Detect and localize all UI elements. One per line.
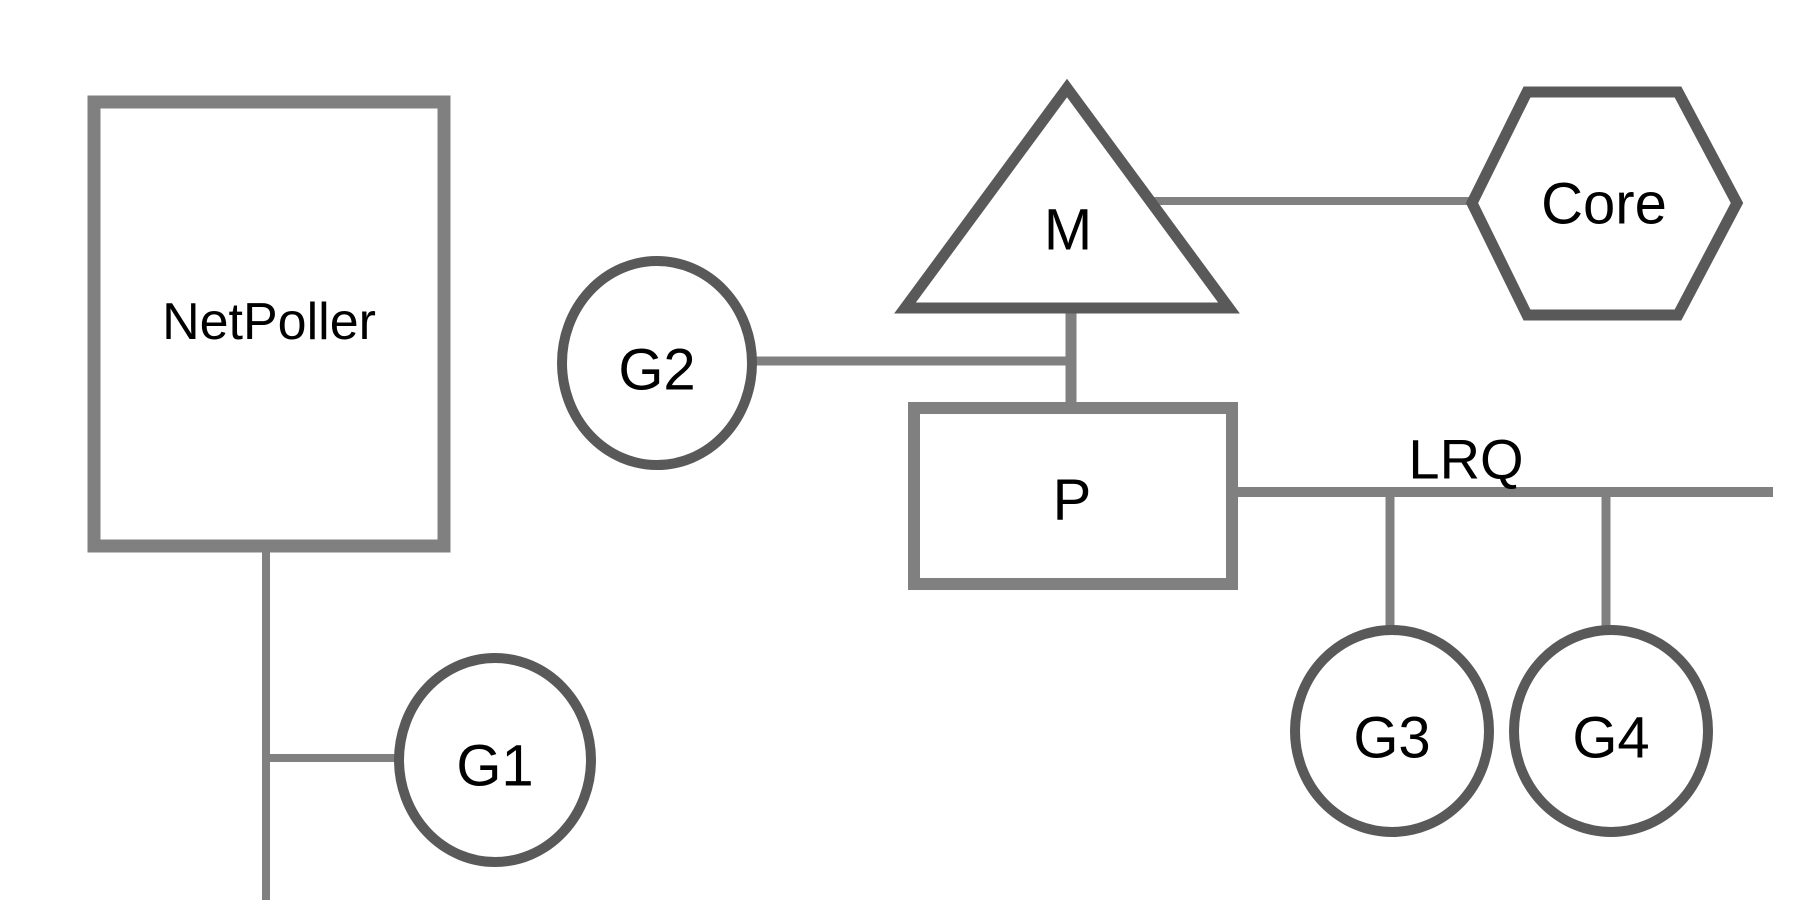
node-g4: G4	[1509, 625, 1713, 837]
g2-shape	[557, 256, 757, 470]
g3-shape	[1290, 625, 1494, 837]
core-shape	[1465, 86, 1744, 321]
node-m: M	[894, 78, 1240, 314]
netpoller-shape	[87, 95, 451, 553]
node-g1: G1	[394, 653, 596, 867]
node-g2: G2	[557, 256, 757, 470]
core-label: Core	[1541, 172, 1667, 237]
bus-label-lrq: LRQ	[1408, 428, 1523, 491]
netpoller-label: NetPoller	[162, 293, 376, 351]
g1-label: G1	[456, 734, 533, 799]
node-core: Core	[1465, 86, 1744, 321]
p-label: P	[1053, 468, 1092, 533]
m-shape	[894, 78, 1240, 314]
g2-label: G2	[618, 338, 695, 403]
node-p: P	[908, 402, 1238, 590]
g1-shape	[394, 653, 596, 867]
g4-label: G4	[1572, 706, 1649, 771]
node-g3: G3	[1290, 625, 1494, 837]
p-shape	[908, 402, 1238, 590]
m-label: M	[1044, 198, 1092, 263]
node-netpoller: NetPoller	[87, 95, 451, 553]
g4-shape	[1509, 625, 1713, 837]
g3-label: G3	[1353, 706, 1430, 771]
